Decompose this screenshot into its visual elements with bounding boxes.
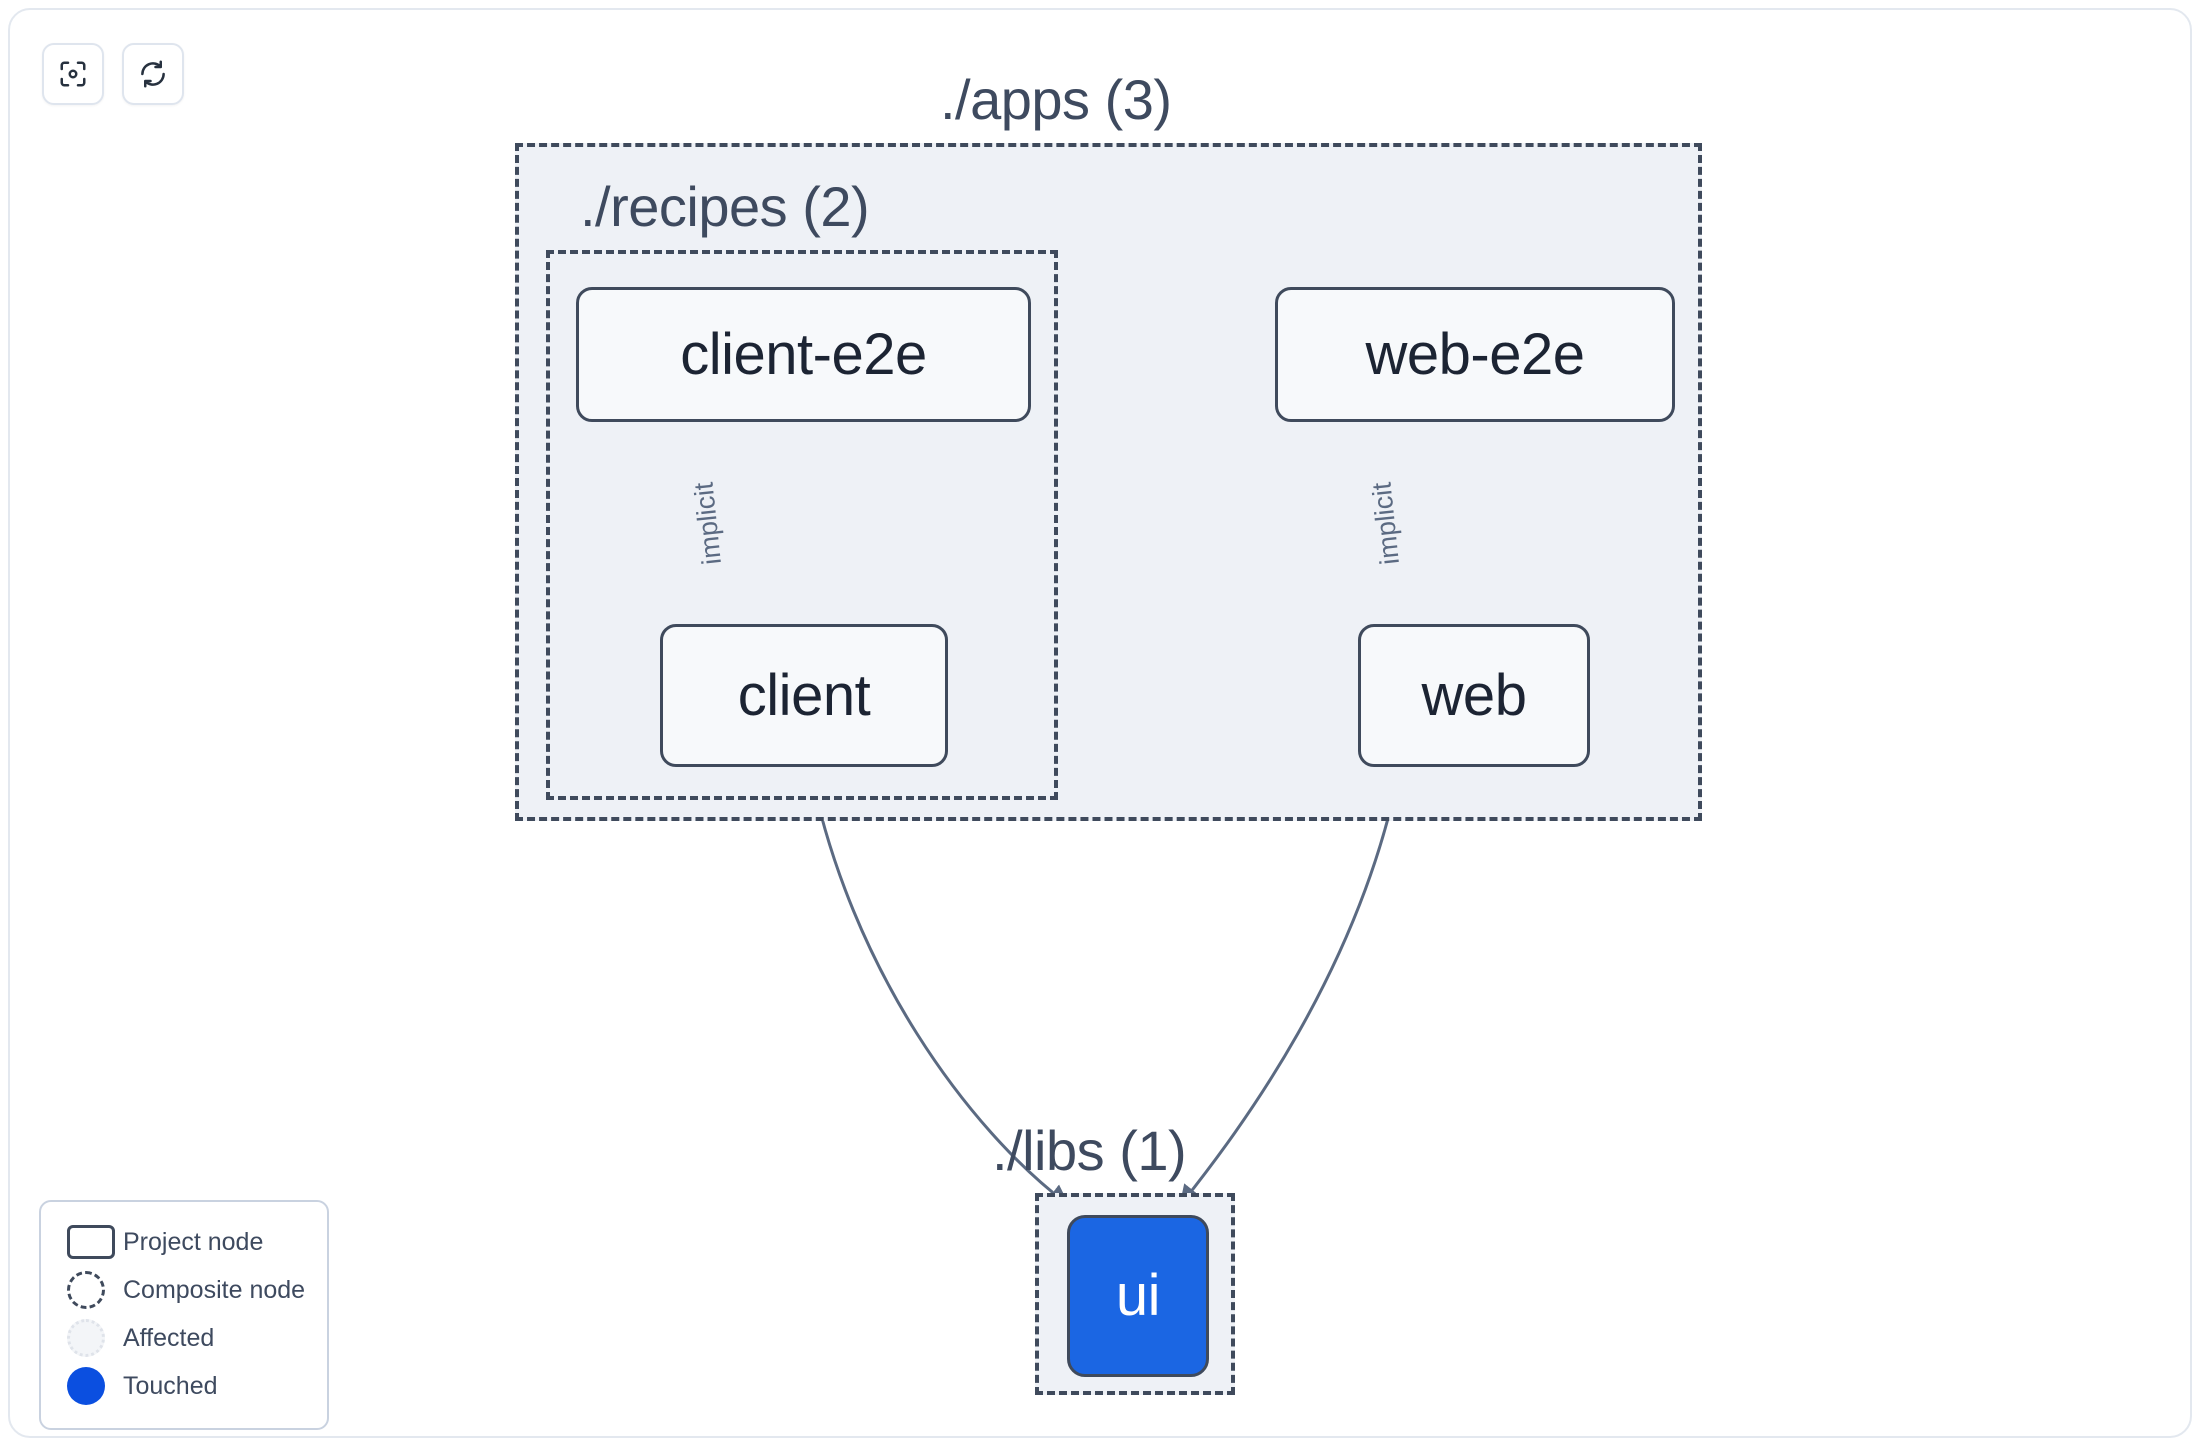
legend-label: Affected (123, 1323, 215, 1352)
group-label-recipes: ./recipes (2) (580, 175, 870, 238)
node-label: client-e2e (680, 321, 927, 387)
edge-client-to-ui (808, 766, 1070, 1206)
graph-toolbar (42, 43, 184, 105)
refresh-icon (138, 59, 168, 89)
graph-legend: Project node Composite node Affected Tou… (39, 1200, 329, 1430)
legend-label: Project node (123, 1227, 264, 1256)
legend-item-composite-node: Composite node (61, 1266, 307, 1314)
focus-graph-button[interactable] (42, 43, 104, 105)
node-web[interactable]: web (1358, 624, 1590, 767)
node-ui[interactable]: ui (1067, 1215, 1209, 1377)
node-label: web-e2e (1365, 321, 1585, 387)
refresh-graph-button[interactable] (122, 43, 184, 105)
group-label-apps: ./apps (3) (940, 68, 1172, 131)
node-label: client (737, 662, 871, 728)
legend-label: Touched (123, 1371, 218, 1400)
group-label-libs: ./libs (1) (992, 1119, 1187, 1182)
node-label: web (1421, 662, 1527, 728)
touched-node-icon (61, 1367, 123, 1405)
affected-node-icon (61, 1319, 123, 1357)
legend-item-touched: Touched (61, 1362, 307, 1410)
legend-item-affected: Affected (61, 1314, 307, 1362)
edge-web-to-ui (1179, 766, 1402, 1207)
legend-label: Composite node (123, 1275, 306, 1304)
focus-target-icon (58, 59, 88, 89)
node-web-e2e[interactable]: web-e2e (1275, 287, 1675, 422)
node-label: ui (1115, 1263, 1161, 1328)
composite-node-icon (61, 1271, 123, 1309)
node-client[interactable]: client (660, 624, 948, 767)
legend-item-project-node: Project node (61, 1218, 307, 1266)
graph-canvas[interactable]: ./apps (3) ./recipes (2) ./libs (1) clie… (8, 8, 2192, 1438)
node-client-e2e[interactable]: client-e2e (576, 287, 1031, 422)
project-node-icon (61, 1225, 123, 1259)
